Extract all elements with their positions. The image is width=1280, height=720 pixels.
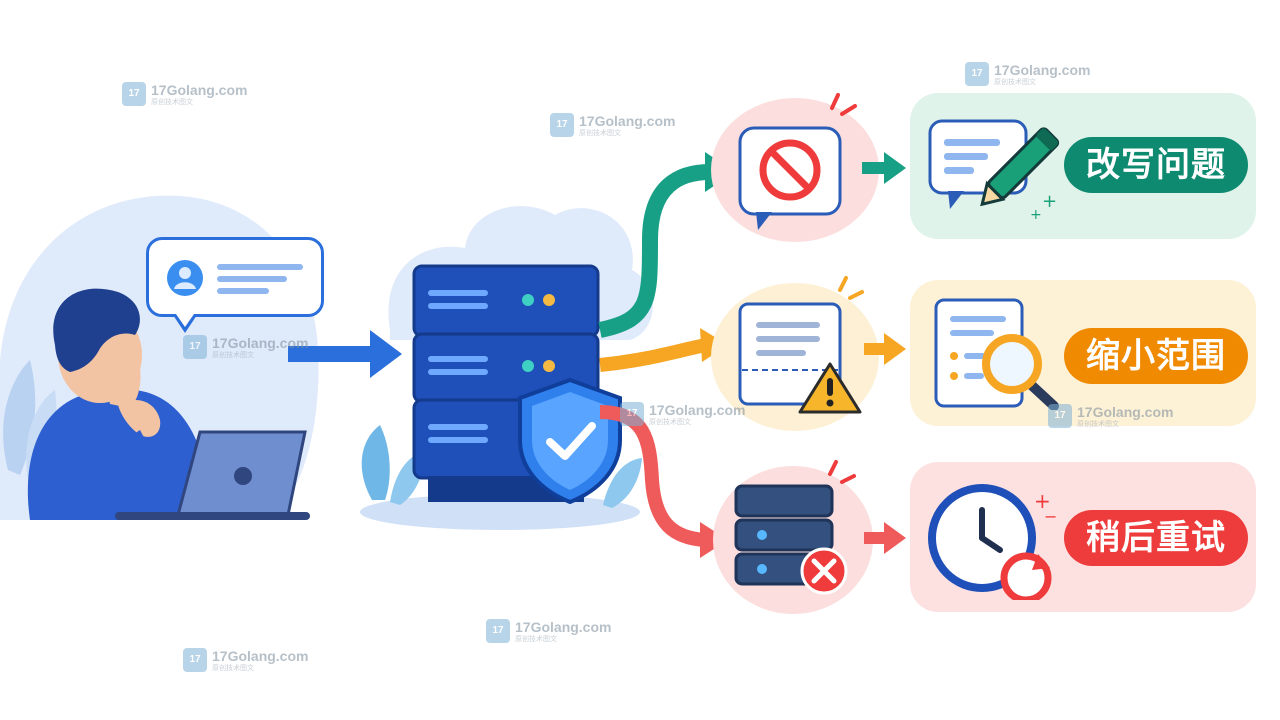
watermark-logo: 17 bbox=[183, 335, 207, 359]
watermark-sub: 原创技术图文 bbox=[515, 635, 557, 643]
watermark-site: 17Golang.com bbox=[212, 334, 309, 351]
outcome-label-retry: 稍后重试 bbox=[1064, 510, 1248, 566]
person-illustration bbox=[27, 288, 210, 520]
arrow-to-retry bbox=[864, 522, 906, 554]
watermark-site: 17Golang.com bbox=[1077, 403, 1174, 420]
watermark-logo: 17 bbox=[965, 62, 989, 86]
user-message-bubble bbox=[146, 237, 324, 333]
watermark-sub: 原创技术图文 bbox=[212, 351, 254, 359]
watermark-site: 17Golang.com bbox=[515, 618, 612, 635]
watermark-sub: 原创技术图文 bbox=[1077, 420, 1119, 428]
server-error-icon bbox=[734, 460, 856, 595]
watermark-site: 17Golang.com bbox=[151, 81, 248, 98]
arrow-to-narrow bbox=[864, 333, 906, 365]
warning-icon bbox=[738, 276, 864, 414]
user-message-content bbox=[167, 260, 303, 296]
watermark-sub: 原创技术图文 bbox=[994, 78, 1036, 86]
plant-server-right-icon bbox=[603, 458, 642, 508]
watermark-logo: 17 bbox=[550, 113, 574, 137]
laptop-icon bbox=[115, 430, 310, 520]
watermark-sub: 原创技术图文 bbox=[212, 664, 254, 672]
arrow-to-rewrite bbox=[862, 152, 906, 184]
watermark-site: 17Golang.com bbox=[994, 61, 1091, 78]
plant-server-left-icon bbox=[361, 425, 390, 500]
svg-text:+: + bbox=[1042, 191, 1057, 212]
edit-pencil-icon: + + bbox=[928, 119, 1060, 223]
watermark-sub: 原创技术图文 bbox=[151, 98, 193, 106]
watermark-logo: 17 bbox=[486, 619, 510, 643]
svg-text:+: + bbox=[1034, 489, 1051, 513]
outcome-card-retry: + − 稍后重试 bbox=[910, 462, 1256, 612]
shield-check-icon bbox=[518, 377, 622, 505]
watermark-site: 17Golang.com bbox=[649, 401, 746, 418]
watermark-logo: 17 bbox=[183, 648, 207, 672]
arrow-branch-rewrite bbox=[598, 164, 711, 338]
watermark-logo: 17 bbox=[1048, 404, 1072, 428]
watermark-logo: 17 bbox=[122, 82, 146, 106]
arrow-branch-narrow bbox=[599, 338, 708, 372]
arrow-to-server bbox=[288, 330, 402, 378]
outcome-label-rewrite: 改写问题 bbox=[1064, 137, 1248, 193]
watermark-site: 17Golang.com bbox=[579, 112, 676, 129]
forbidden-icon bbox=[738, 93, 857, 230]
watermark-sub: 原创技术图文 bbox=[649, 418, 691, 426]
watermark-logo: 17 bbox=[620, 402, 644, 426]
outcome-card-rewrite: + + 改写问题 bbox=[910, 93, 1256, 239]
clock-retry-icon: + − bbox=[928, 484, 1057, 600]
outcome-card-narrow: 缩小范围 bbox=[910, 280, 1256, 426]
svg-text:−: − bbox=[1044, 507, 1057, 526]
svg-text:+: + bbox=[1030, 207, 1042, 223]
watermark-site: 17Golang.com bbox=[212, 647, 309, 664]
outcome-label-narrow: 缩小范围 bbox=[1064, 328, 1248, 384]
watermark-sub: 原创技术图文 bbox=[579, 129, 621, 137]
magnifier-icon bbox=[934, 298, 1059, 410]
